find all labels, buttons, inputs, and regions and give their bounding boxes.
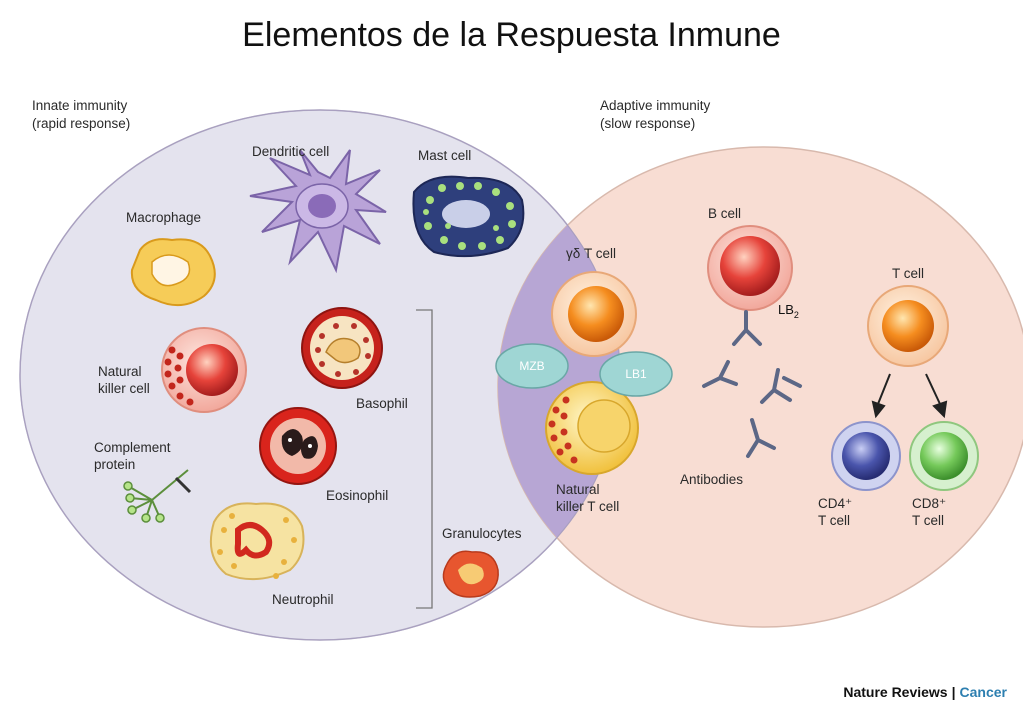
adaptive-heading: Adaptive immunity [600, 98, 711, 113]
bcell-label: B cell [708, 206, 741, 221]
natural-killer-tcell-icon [545, 381, 639, 475]
macrophage-icon [130, 238, 216, 307]
neutrophil-label: Neutrophil [272, 592, 334, 607]
natural-killer-cell-icon [161, 327, 247, 413]
nkt-label-line1: Natural [556, 482, 600, 497]
cd4-label-line2: T cell [818, 513, 850, 528]
mzb-badge: MZB [495, 343, 569, 389]
lb1-badge: LB1 [599, 351, 673, 397]
dendritic-cell-label: Dendritic cell [252, 144, 329, 159]
antibodies-label: Antibodies [680, 472, 743, 487]
gd-tcell-icon [551, 271, 637, 357]
basophil-icon [301, 307, 383, 389]
cd8-tcell-icon [909, 421, 979, 491]
natural-killer-label-line1: Natural [98, 364, 142, 379]
arrow-to-cd4-icon [871, 373, 891, 419]
antibodies-icon [702, 310, 802, 458]
eosinophil-label: Eosinophil [326, 488, 388, 503]
complement-protein-icon [123, 469, 192, 523]
mast-cell-icon [412, 175, 525, 258]
granulocytes-label: Granulocytes [442, 526, 522, 541]
tcell-icon [867, 285, 949, 367]
eosinophil-icon [259, 407, 337, 485]
credit-separator: | [951, 684, 956, 700]
nkt-label-line2: killer T cell [556, 499, 619, 514]
bcell-icon [707, 225, 793, 311]
basophil-label: Basophil [356, 396, 408, 411]
macrophage-label: Macrophage [126, 210, 201, 225]
complement-label-line2: protein [94, 457, 135, 472]
mzb-label: MZB [519, 359, 544, 373]
innate-subheading: (rapid response) [32, 116, 130, 131]
neutrophil-icon [210, 502, 305, 581]
cd8-label-line2: T cell [912, 513, 944, 528]
page-title: Elementos de la Respuesta Inmune [242, 16, 781, 54]
arrow-to-cd8-icon [925, 373, 948, 419]
natural-killer-label-line2: killer cell [98, 381, 150, 396]
mast-cell-label: Mast cell [418, 148, 471, 163]
cd4-tcell-icon [831, 421, 901, 491]
granulocytes-bracket [416, 309, 433, 609]
gd-tcell-label: γδ T cell [566, 246, 616, 261]
lb1-label: LB1 [625, 367, 647, 381]
cd4-label-line1: CD4⁺ [818, 496, 852, 511]
source-credit: Nature Reviews|Cancer [843, 684, 1007, 700]
adaptive-subheading: (slow response) [600, 116, 695, 131]
tcell-label: T cell [892, 266, 924, 281]
credit-journal: Nature Reviews [843, 684, 948, 700]
granulocyte-icon [442, 550, 499, 598]
innate-heading: Innate immunity [32, 98, 128, 113]
complement-label-line1: Complement [94, 440, 171, 455]
credit-section: Cancer [959, 684, 1007, 700]
lb2-label: LB2 [778, 302, 799, 320]
cd8-label-line1: CD8⁺ [912, 496, 946, 511]
dendritic-cell-icon [249, 149, 387, 274]
